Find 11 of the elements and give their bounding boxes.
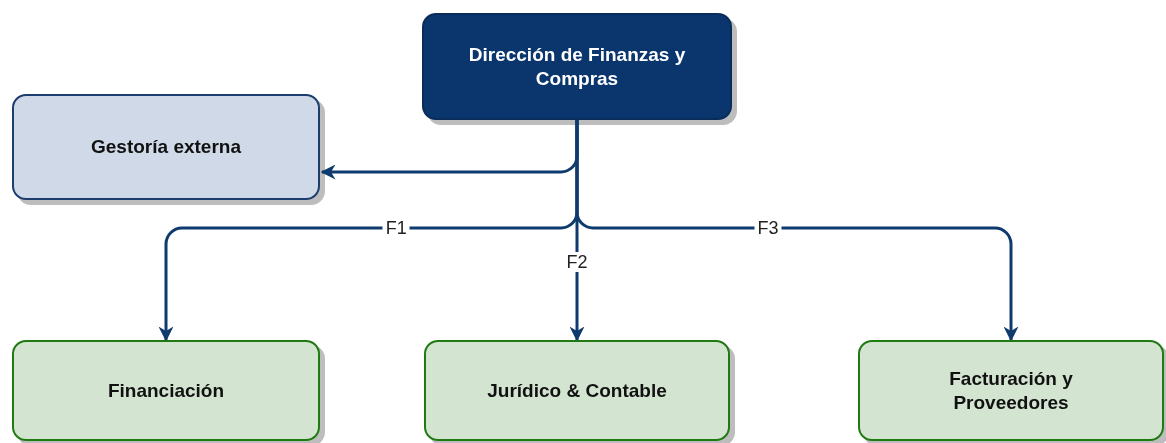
unit-box xyxy=(424,340,730,441)
box-label: Jurídico & Contable xyxy=(486,378,668,403)
unit-box xyxy=(12,340,320,441)
unit-box xyxy=(858,340,1164,441)
box-label: Financiación xyxy=(106,378,226,403)
box-label: Facturación y Proveedores xyxy=(948,366,1074,415)
box-label: Dirección de Finanzas y Compras xyxy=(467,42,687,91)
connector-arrow xyxy=(575,120,1019,342)
department-box xyxy=(422,13,732,120)
box-label: Gestoría externa xyxy=(90,135,242,159)
external-box xyxy=(12,94,320,200)
